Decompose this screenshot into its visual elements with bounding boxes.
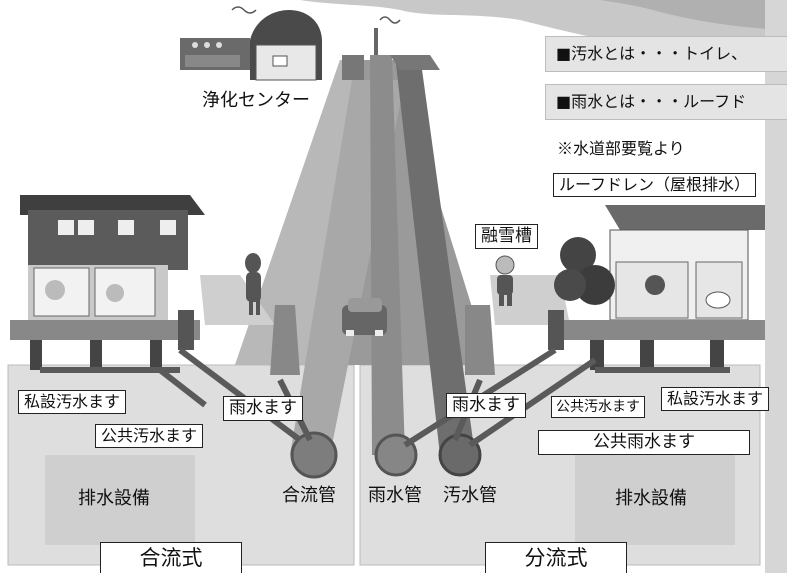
- pedestrian-right: [495, 255, 515, 306]
- right-edge-strip: [765, 0, 787, 573]
- smoke-cloud-shade: [600, 0, 787, 30]
- left-house: [10, 195, 205, 370]
- pedestrian-left: [245, 253, 261, 315]
- private-sewage-basin-label-left: 私設汚水ます: [18, 390, 127, 414]
- purification-center-building: [180, 6, 401, 81]
- rainwater-pipe-label: 雨水管: [368, 485, 422, 506]
- square-bullet-icon: ■: [556, 44, 572, 63]
- public-sewage-basin-label-left: 公共汚水ます: [95, 424, 204, 448]
- rainwater-definition-text: 雨水とは・・・ルーフド: [571, 92, 747, 111]
- right-curb: [465, 305, 495, 375]
- square-bullet-icon: ■: [556, 92, 572, 111]
- definition-banner-rainwater: ■雨水とは・・・ルーフド: [545, 84, 787, 120]
- rain-pipe-line: [370, 55, 405, 455]
- rainwater-basin-label-left: 雨水ます: [223, 396, 303, 421]
- snow-melting-tank-label: 融雪槽: [475, 224, 538, 249]
- private-sewage-basin-label-right: 私設汚水ます: [661, 387, 770, 411]
- right-equipment-area: [575, 455, 735, 545]
- sewage-definition-text: 汚水とは・・・トイレ、: [571, 44, 748, 63]
- roof-drain-label: ルーフドレン（屋根排水）: [553, 173, 757, 197]
- drainage-equipment-label-left: 排水設備: [78, 488, 150, 509]
- pipe-bend: [390, 55, 440, 70]
- car: [342, 298, 387, 336]
- public-sewage-basin-label-right: 公共汚水ます: [551, 396, 645, 418]
- public-rainwater-basin-label: 公共雨水ます: [538, 430, 750, 455]
- drainage-equipment-label-right: 排水設備: [615, 488, 687, 509]
- definition-banner-sewage: ■汚水とは・・・トイレ、: [545, 36, 787, 72]
- rainwater-basin-label-right: 雨水ます: [446, 393, 526, 418]
- left-equipment-area: [45, 455, 195, 545]
- tree: [554, 237, 615, 305]
- sewage-pipe-line: [395, 55, 475, 455]
- combined-system-title: 合流式: [100, 542, 242, 573]
- sewage-pipe-label: 汚水管: [443, 485, 497, 506]
- left-curb: [270, 305, 300, 375]
- separate-system-title: 分流式: [485, 542, 627, 573]
- combined-pipe-end: [290, 431, 338, 479]
- source-note: ※水道部要覧より: [557, 139, 685, 158]
- right-house: [548, 205, 765, 370]
- combined-pipe-label: 合流管: [282, 485, 336, 506]
- purification-center-label: 浄化センター: [202, 90, 310, 111]
